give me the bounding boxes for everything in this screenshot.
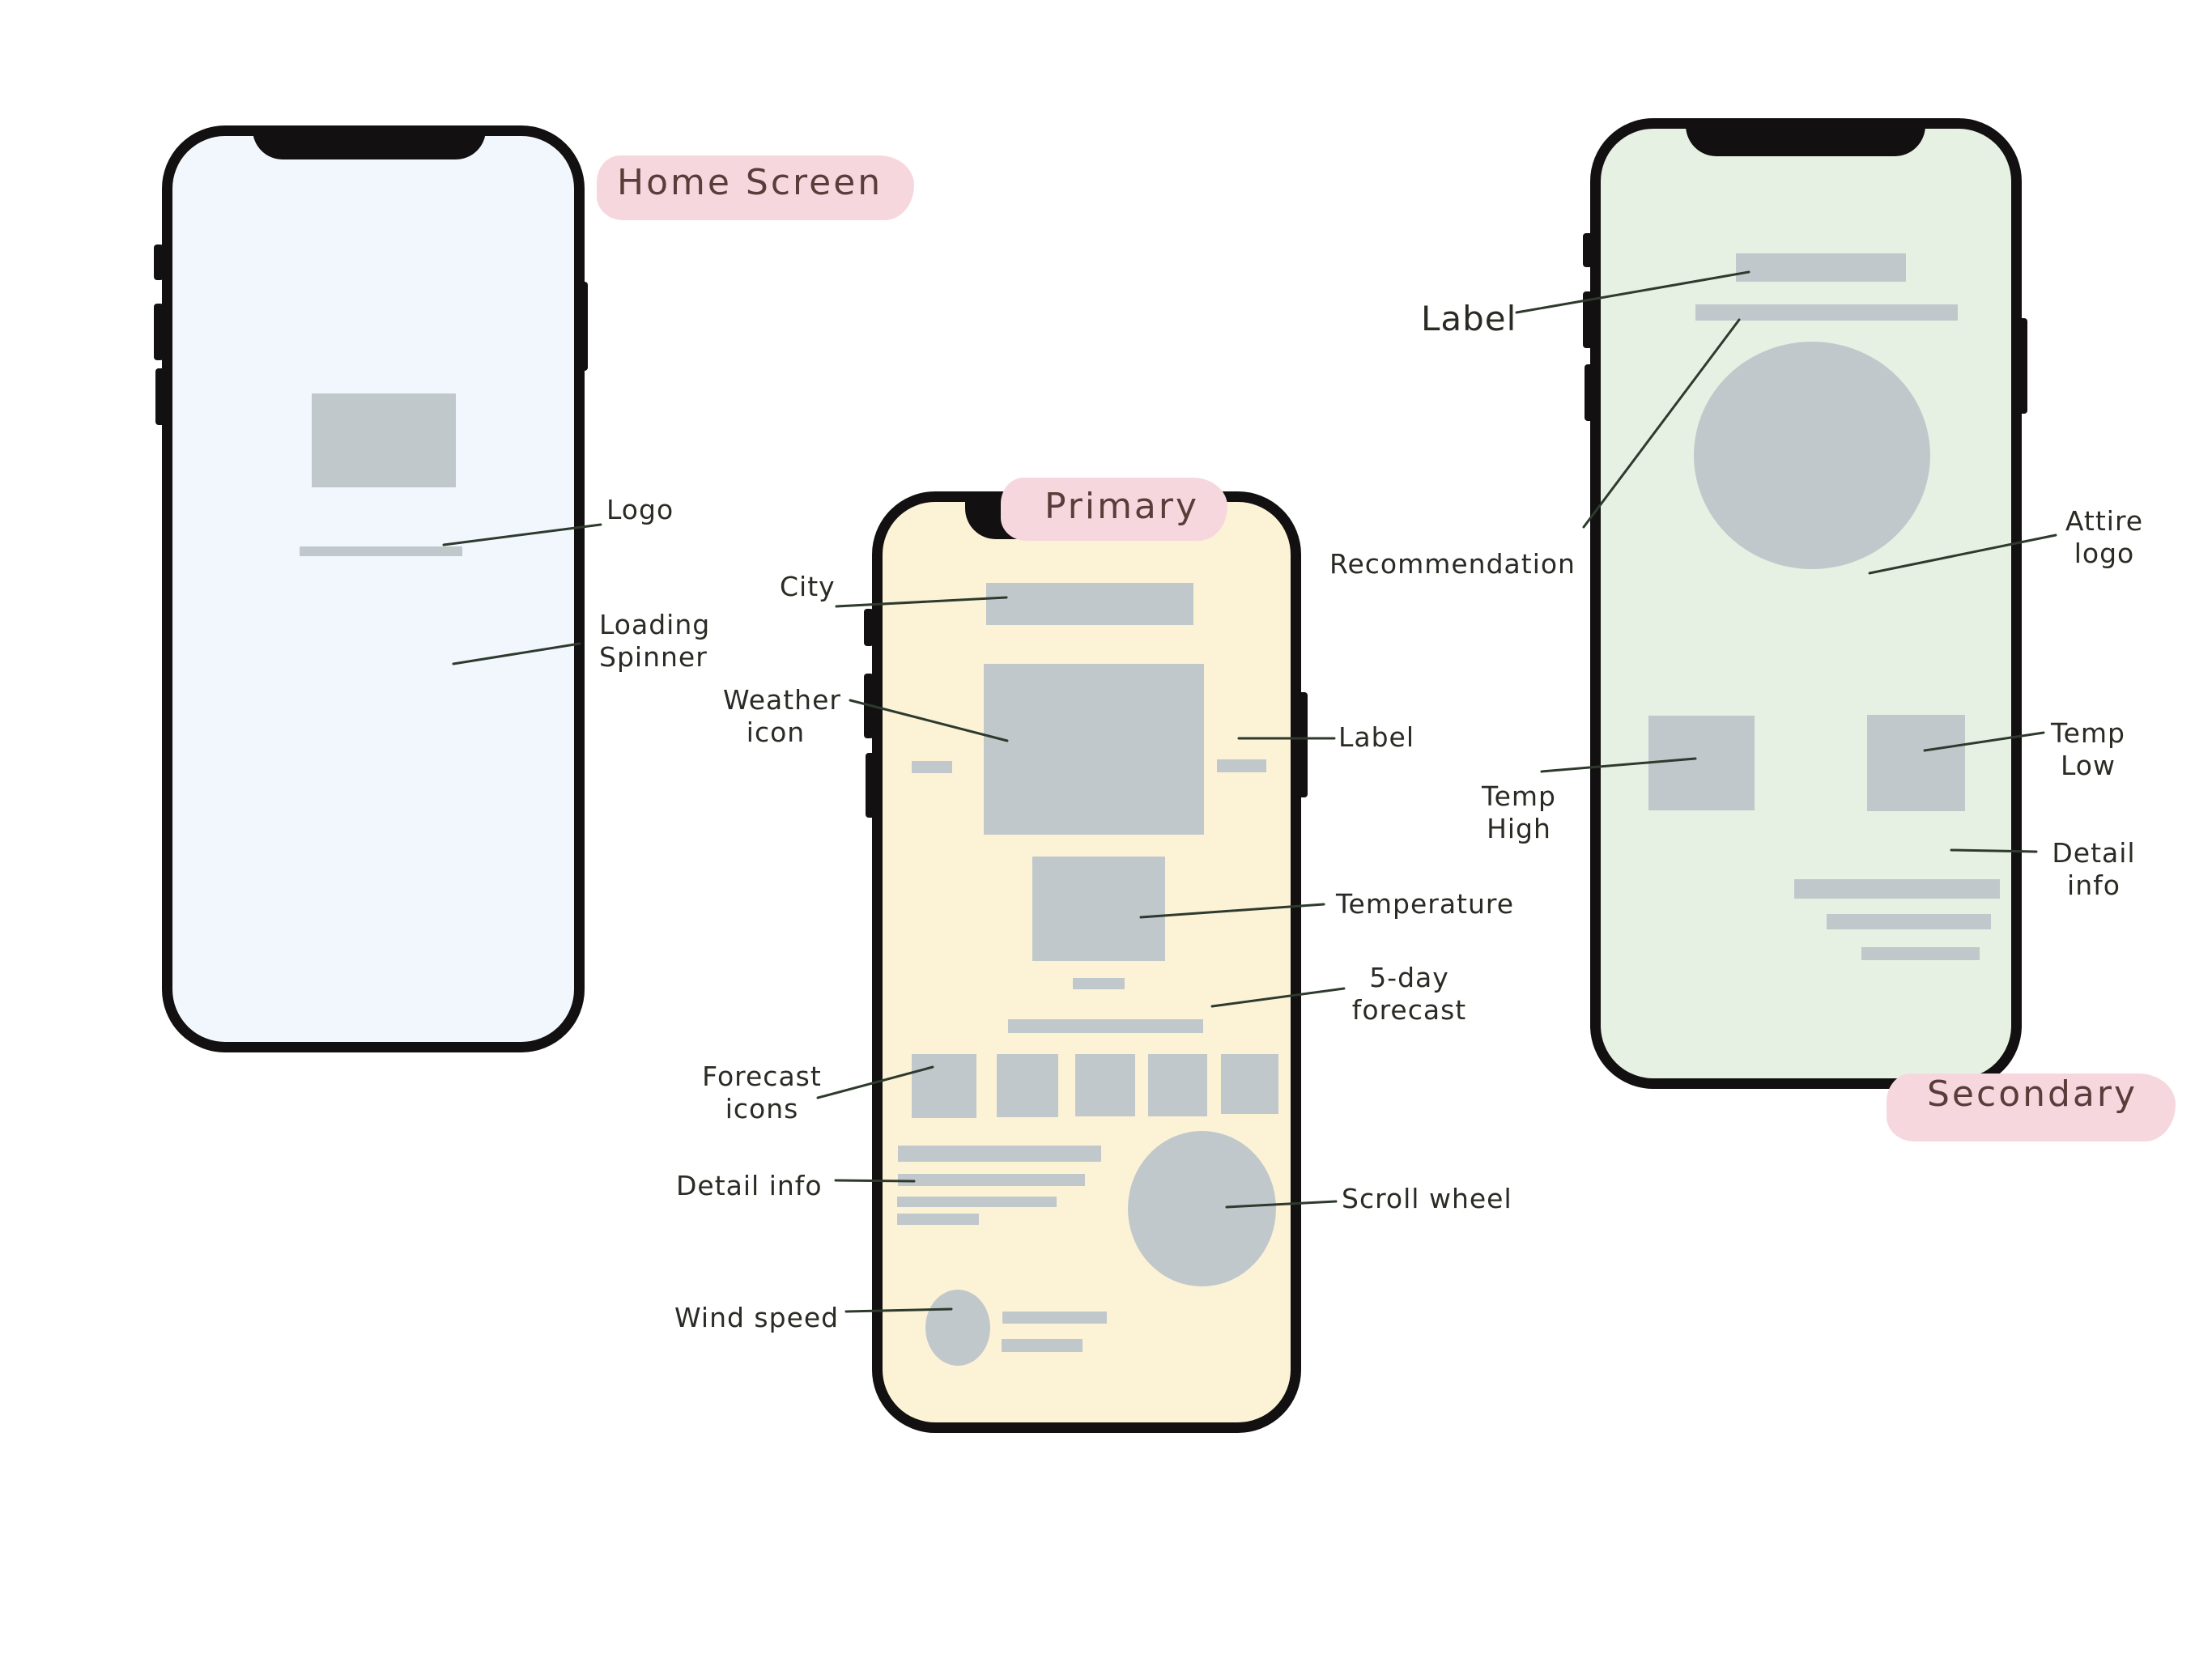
primary-forecast-icons-annotation-line1: Forecast bbox=[702, 1061, 822, 1092]
secondary-temp-low-annotation: Temp Low bbox=[2044, 717, 2133, 782]
primary-wind-speed-line-1 bbox=[1002, 1312, 1107, 1324]
secondary-temp-low-annotation-line2: Low bbox=[2061, 750, 2116, 781]
primary-forecast-icon-5 bbox=[1221, 1054, 1278, 1114]
secondary-detail-line-2 bbox=[1827, 914, 1991, 929]
home-logo-annotation: Logo bbox=[606, 494, 674, 525]
secondary-detail-line-3 bbox=[1861, 947, 1980, 960]
primary-scroll-wheel-annotation: Scroll wheel bbox=[1342, 1183, 1512, 1214]
home-notch bbox=[253, 130, 486, 159]
secondary-title-highlight bbox=[1887, 1073, 2176, 1141]
secondary-temp-high-annotation: Temp High bbox=[1475, 780, 1563, 845]
primary-five-day-annotation-line1: 5-day bbox=[1369, 962, 1449, 993]
secondary-power-button bbox=[2018, 318, 2027, 414]
primary-wind-speed-line-2 bbox=[1002, 1339, 1083, 1352]
primary-wind-speed-annotation: Wind speed bbox=[674, 1302, 840, 1333]
secondary-label-annotation: Label bbox=[1421, 299, 1517, 338]
primary-weather-icon-annotation: Weather icon bbox=[723, 684, 841, 749]
primary-title: Primary bbox=[1044, 486, 1200, 527]
primary-left-label-placeholder bbox=[912, 761, 952, 773]
secondary-detail-info-annotation: Detail info bbox=[2045, 837, 2142, 902]
primary-forecast-icon-4 bbox=[1148, 1054, 1207, 1116]
secondary-detail-line-1 bbox=[1794, 879, 2000, 899]
primary-scroll-wheel-placeholder bbox=[1128, 1131, 1276, 1286]
secondary-detail-info-annotation-line2: info bbox=[2067, 869, 2121, 901]
primary-temperature-placeholder bbox=[1032, 857, 1165, 961]
secondary-temp-low-placeholder bbox=[1867, 715, 1965, 811]
secondary-label-placeholder bbox=[1736, 253, 1906, 282]
primary-right-label-placeholder bbox=[1217, 759, 1266, 772]
secondary-temp-high-annotation-line2: High bbox=[1487, 813, 1551, 844]
home-logo-placeholder bbox=[312, 393, 456, 487]
home-loading-spinner-annotation: Loading Spinner bbox=[599, 609, 711, 674]
primary-temperature-caption-placeholder bbox=[1073, 978, 1125, 989]
home-loading-spinner-annotation-line2: Spinner bbox=[599, 641, 708, 673]
primary-forecast-icons-annotation: Forecast icons bbox=[701, 1061, 823, 1125]
home-volume-down-button bbox=[155, 368, 165, 425]
primary-volume-down-button bbox=[866, 753, 875, 818]
primary-detail-info-annotation: Detail info bbox=[676, 1170, 823, 1201]
primary-volume-up-button bbox=[864, 674, 874, 738]
primary-city-annotation: City bbox=[780, 571, 836, 602]
primary-five-day-forecast-placeholder bbox=[1008, 1019, 1203, 1033]
primary-forecast-icons-annotation-line2: icons bbox=[725, 1093, 799, 1124]
primary-forecast-icon-2 bbox=[997, 1054, 1058, 1117]
home-screen-title-highlight bbox=[597, 155, 914, 220]
primary-forecast-icon-1 bbox=[912, 1054, 976, 1118]
primary-detail-line-2 bbox=[898, 1174, 1085, 1186]
home-screen-title: Home Screen bbox=[617, 162, 883, 203]
home-screen-phone bbox=[162, 125, 585, 1052]
secondary-attire-logo-annotation-line1: Attire bbox=[2065, 505, 2144, 537]
primary-five-day-forecast-annotation: 5-day forecast bbox=[1351, 962, 1468, 1027]
secondary-detail-info-annotation-line1: Detail bbox=[2052, 837, 2136, 869]
secondary-attire-logo-placeholder bbox=[1694, 342, 1930, 569]
home-loading-spinner-placeholder bbox=[300, 546, 462, 556]
primary-label-annotation: Label bbox=[1338, 721, 1415, 753]
primary-detail-line-1 bbox=[898, 1146, 1101, 1162]
home-volume-up-button bbox=[154, 304, 164, 360]
secondary-attire-logo-annotation: Attire logo bbox=[2057, 505, 2152, 570]
secondary-recommendation-placeholder bbox=[1695, 304, 1958, 321]
primary-weather-icon-placeholder bbox=[984, 664, 1204, 835]
secondary-volume-up-button bbox=[1583, 291, 1593, 348]
primary-screen-phone bbox=[872, 491, 1301, 1433]
primary-detail-line-4 bbox=[897, 1214, 979, 1225]
home-power-button bbox=[578, 282, 588, 371]
secondary-recommendation-annotation: Recommendation bbox=[1329, 548, 1576, 580]
secondary-notch bbox=[1686, 122, 1925, 156]
secondary-attire-logo-annotation-line2: logo bbox=[2074, 538, 2135, 569]
primary-forecast-icon-3 bbox=[1075, 1054, 1135, 1116]
primary-side-button bbox=[864, 609, 874, 646]
primary-title-highlight bbox=[1001, 478, 1227, 541]
primary-wind-speed-icon-placeholder bbox=[925, 1290, 990, 1366]
home-loading-spinner-annotation-line1: Loading bbox=[599, 609, 711, 640]
secondary-temp-low-annotation-line1: Temp bbox=[2051, 717, 2125, 749]
secondary-title: Secondary bbox=[1927, 1073, 2138, 1115]
primary-weather-icon-annotation-line2: icon bbox=[746, 716, 806, 748]
primary-power-button bbox=[1298, 692, 1308, 797]
home-side-button bbox=[154, 244, 164, 280]
secondary-temp-high-annotation-line1: Temp bbox=[1482, 780, 1556, 812]
primary-city-placeholder bbox=[986, 583, 1193, 625]
primary-five-day-annotation-line2: forecast bbox=[1351, 994, 1467, 1026]
primary-weather-icon-annotation-line1: Weather bbox=[723, 684, 841, 716]
secondary-volume-down-button bbox=[1585, 364, 1594, 421]
primary-detail-line-3 bbox=[897, 1197, 1057, 1207]
secondary-side-button bbox=[1583, 233, 1593, 267]
primary-temperature-annotation: Temperature bbox=[1336, 888, 1515, 920]
secondary-temp-high-placeholder bbox=[1648, 716, 1755, 810]
